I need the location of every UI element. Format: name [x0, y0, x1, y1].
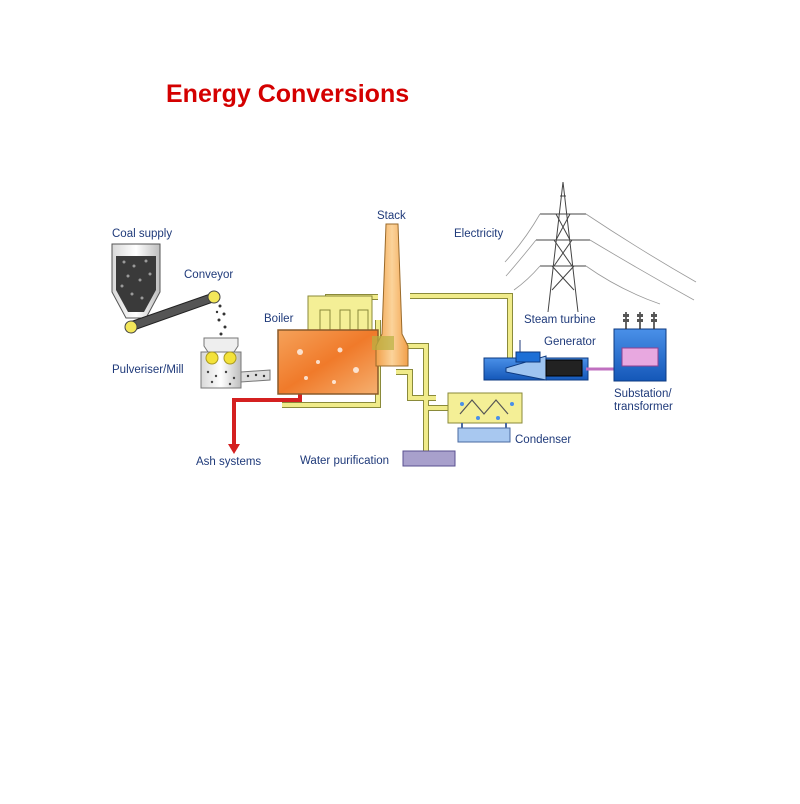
label-substation-line2: transformer — [614, 401, 673, 413]
label-substation-line1: Substation/ — [614, 388, 672, 400]
power-lines — [504, 213, 697, 305]
pulveriser-mill — [200, 337, 271, 389]
ash-pipe — [228, 393, 302, 454]
label-pulveriser: Pulveriser/Mill — [112, 364, 184, 376]
label-condenser: Condenser — [515, 434, 571, 446]
label-coal-supply: Coal supply — [112, 228, 172, 240]
coal-hopper — [111, 243, 161, 319]
stack — [372, 223, 409, 367]
label-stack: Stack — [377, 210, 406, 222]
substation-transformer — [613, 312, 667, 382]
label-water-purification: Water purification — [300, 455, 389, 467]
label-ash-systems: Ash systems — [196, 456, 261, 468]
label-boiler: Boiler — [264, 313, 294, 325]
generator — [545, 359, 614, 377]
label-steam-turbine: Steam turbine — [524, 314, 596, 326]
boiler — [277, 295, 379, 395]
page-title: Energy Conversions — [166, 80, 410, 108]
label-generator: Generator — [544, 336, 596, 348]
conveyor-belt — [124, 290, 227, 336]
power-pylon — [536, 181, 590, 313]
label-electricity: Electricity — [454, 228, 503, 240]
condenser — [447, 392, 523, 443]
water-purification-tank — [402, 450, 456, 467]
label-conveyor: Conveyor — [184, 269, 233, 281]
